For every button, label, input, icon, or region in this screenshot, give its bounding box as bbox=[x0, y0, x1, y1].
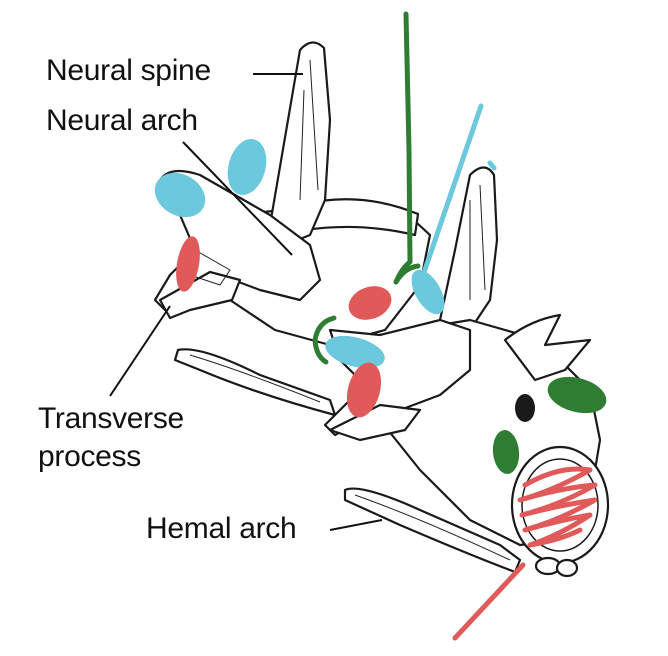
neural-canal bbox=[515, 394, 535, 422]
green-mark-right bbox=[547, 376, 607, 414]
annotations bbox=[154, 11, 607, 641]
red-mark-left bbox=[176, 236, 200, 292]
green-mark-lower bbox=[492, 430, 520, 474]
red-mark-lower bbox=[346, 362, 382, 418]
base-knob-2 bbox=[555, 558, 579, 578]
label-neural-arch: Neural arch bbox=[46, 104, 198, 137]
blue-small-tip bbox=[487, 160, 497, 171]
green-hook-upper bbox=[393, 263, 421, 285]
blue-pen-line bbox=[415, 103, 484, 293]
green-hook-left bbox=[312, 315, 337, 365]
hemal-arch-front-inner bbox=[354, 494, 511, 561]
red-scribble-centrum bbox=[517, 466, 598, 548]
ridge-left bbox=[298, 198, 420, 237]
label-neural-spine: Neural spine bbox=[46, 54, 211, 87]
leader-transverse-process bbox=[109, 305, 171, 397]
centrum-face-inner bbox=[521, 458, 599, 552]
leader-hemal-arch bbox=[329, 519, 383, 531]
neural-spine-rear-shade bbox=[299, 59, 319, 201]
red-pen-line bbox=[452, 562, 526, 641]
transverse-process-rear bbox=[158, 270, 242, 320]
neural-spine-front-shade bbox=[469, 184, 486, 300]
red-mark-middle bbox=[348, 286, 392, 320]
leader-neural-arch bbox=[182, 141, 293, 256]
labels: Neural spine Neural arch Transverse proc… bbox=[38, 54, 383, 545]
neural-spine-front bbox=[438, 166, 499, 332]
blue-mark-zygapophysis-upper bbox=[227, 139, 267, 195]
hemal-arch-rear-inner bbox=[189, 354, 321, 403]
hemal-arch-rear bbox=[173, 348, 337, 417]
blue-mark-zygapophysis-left bbox=[154, 172, 206, 218]
label-hemal-arch: Hemal arch bbox=[146, 512, 296, 545]
blue-mark-front-arch-lower bbox=[325, 335, 385, 369]
label-transverse-line1: Transverse bbox=[38, 402, 184, 435]
right-flange bbox=[503, 313, 592, 382]
label-transverse-line2: process bbox=[38, 440, 141, 473]
